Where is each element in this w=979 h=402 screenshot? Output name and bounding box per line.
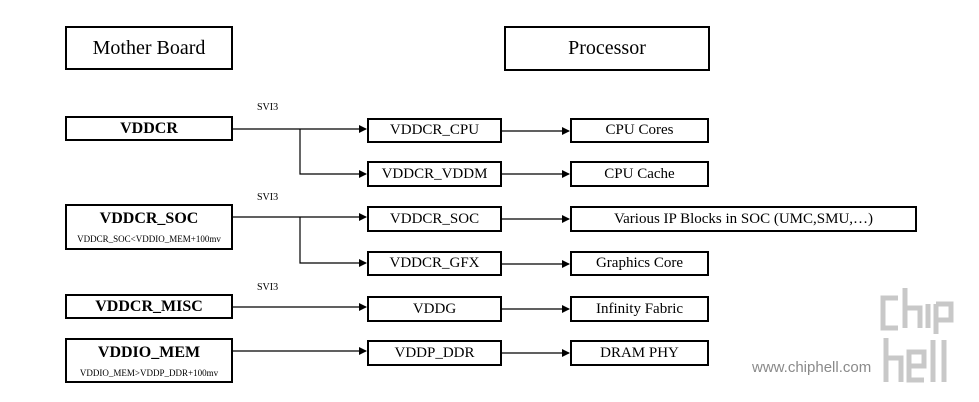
domain-vddg: VDDG (367, 296, 502, 322)
processor-header: Processor (504, 26, 710, 71)
svi3-label-3: SVI3 (257, 282, 279, 293)
domain-vddcr-vddm: VDDCR_VDDM (367, 161, 502, 187)
rail-vddcr-soc-note: VDDCR_SOC<VDDIO_MEM+100mv (77, 234, 221, 244)
consumer-ip-blocks: Various IP Blocks in SOC (UMC,SMU,…) (570, 206, 917, 232)
domain-vddcr-cpu: VDDCR_CPU (367, 118, 502, 143)
rail-vddio-mem-name: VDDIO_MEM (97, 344, 201, 361)
domain-vddcr-soc: VDDCR_SOC (367, 206, 502, 232)
domain-vddp-ddr: VDDP_DDR (367, 340, 502, 366)
consumer-cpu-cores: CPU Cores (570, 118, 709, 143)
rail-vddcr-misc: VDDCR_MISC (65, 294, 233, 319)
rail-vddcr-soc-name: VDDCR_SOC (99, 210, 199, 227)
rail-vddio-mem: VDDIO_MEM VDDIO_MEM>VDDP_DDR+100mv (65, 338, 233, 383)
watermark-url: www.chiphell.com (752, 359, 872, 376)
consumer-cpu-cache: CPU Cache (570, 161, 709, 187)
arrow-soc-to-gfx (299, 217, 367, 267)
chiphell-logo (880, 288, 954, 383)
consumer-dram-phy: DRAM PHY (570, 340, 709, 366)
svi3-label-2: SVI3 (257, 192, 279, 203)
arrow-vddcr-to-vddm (299, 129, 367, 178)
consumer-infinity-fabric: Infinity Fabric (570, 296, 709, 322)
rail-vddio-mem-note: VDDIO_MEM>VDDP_DDR+100mv (79, 368, 219, 378)
rail-vddcr-soc: VDDCR_SOC VDDCR_SOC<VDDIO_MEM+100mv (65, 204, 233, 250)
svi3-label-1: SVI3 (257, 102, 279, 113)
consumer-graphics-core: Graphics Core (570, 251, 709, 276)
domain-vddcr-gfx: VDDCR_GFX (367, 251, 502, 276)
mother-board-header: Mother Board (65, 26, 233, 70)
rail-vddcr: VDDCR (65, 116, 233, 141)
